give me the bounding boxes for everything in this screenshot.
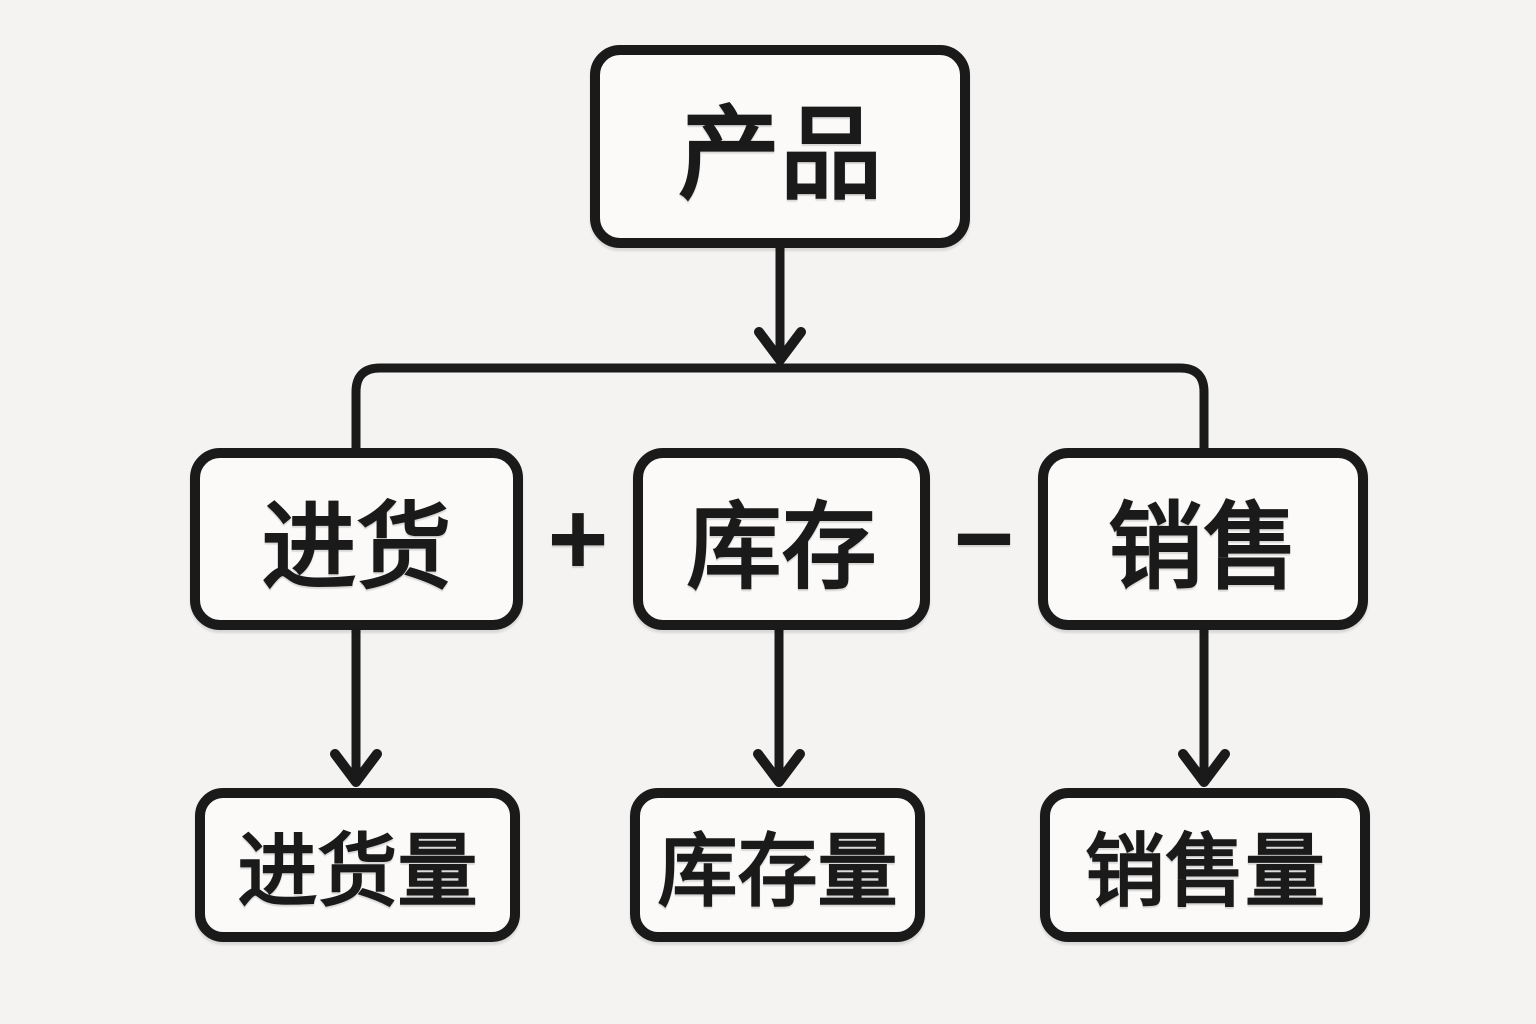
node-inventory-qty: 库存量	[630, 788, 925, 942]
node-purchase-label: 进货	[261, 494, 452, 601]
node-sales-qty-label: 销售量	[1085, 827, 1325, 916]
arrow-purchase-to-purchase-qty-head	[330, 749, 382, 787]
node-purchase-qty-label: 进货量	[237, 827, 478, 916]
arrow-sales-to-sales-qty-head	[1178, 749, 1230, 787]
operator-plus: +	[547, 480, 609, 597]
arrow-product-to-branch-head	[754, 327, 806, 365]
node-purchase: 进货	[190, 448, 523, 630]
node-sales: 销售	[1038, 448, 1368, 630]
node-inventory-qty-label: 库存量	[657, 827, 898, 916]
node-inventory: 库存	[633, 448, 930, 630]
arrow-inventory-to-inventory-qty-head	[753, 749, 805, 787]
node-product: 产品	[590, 45, 970, 248]
node-purchase-qty: 进货量	[195, 788, 520, 942]
node-product-label: 产品	[678, 98, 882, 212]
node-sales-label: 销售	[1107, 494, 1298, 601]
node-sales-qty: 销售量	[1040, 788, 1370, 942]
operator-minus: −	[953, 480, 1015, 597]
node-inventory-label: 库存	[686, 494, 877, 601]
branch-connector	[351, 363, 1209, 455]
